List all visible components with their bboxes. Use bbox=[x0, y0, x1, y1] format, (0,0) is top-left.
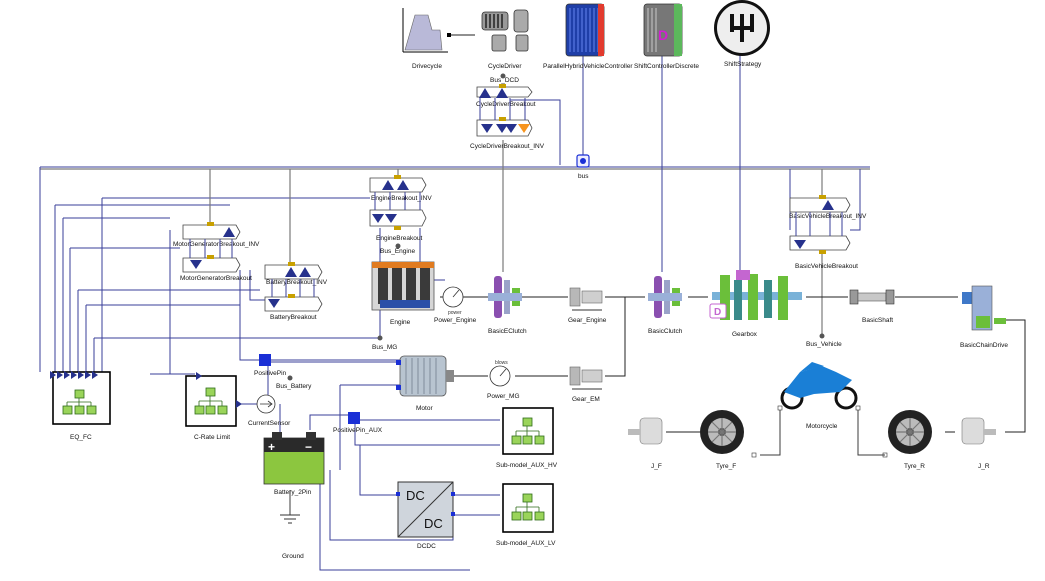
gear-em-label: Gear_EM bbox=[572, 396, 600, 403]
motor-label: Motor bbox=[416, 405, 433, 412]
battery-breakout-label: BatteryBreakout bbox=[270, 314, 317, 321]
shift-strategy-label: ShiftStrategy bbox=[724, 61, 762, 68]
cycle-driver-block[interactable]: CycleDriver bbox=[476, 8, 534, 70]
bus-battery-connector[interactable]: Bus_Battery bbox=[276, 375, 312, 391]
basic-vehicle-breakout-group[interactable]: BasicVehicleBreakout_INV BasicVehicleBre… bbox=[789, 195, 867, 270]
battery-breakout-group[interactable]: BatteryBreakout_INV BatteryBreakout bbox=[264, 262, 328, 321]
sub-model-aux-hv-label: Sub-model_AUX_HV bbox=[496, 462, 558, 469]
gear-em-block[interactable]: Gear_EM bbox=[568, 364, 605, 403]
phev-controller-block[interactable]: ParallelHybridVehicleController bbox=[543, 3, 633, 70]
power-engine-small-label: power bbox=[448, 310, 462, 316]
motorcycle-block[interactable]: Motorcycle bbox=[777, 362, 861, 430]
positive-pin-label: PositivePin bbox=[254, 370, 287, 377]
eq-fc-block[interactable]: EQ_FC bbox=[50, 371, 111, 441]
power-mg-sensor[interactable]: blows Power_MG bbox=[487, 360, 520, 400]
power-engine-sensor[interactable]: power Power_Engine bbox=[434, 286, 477, 324]
battery-plus-sign: + bbox=[268, 440, 275, 454]
gear-engine-label: Gear_Engine bbox=[568, 317, 607, 324]
engine-breakout-label: EngineBreakout bbox=[376, 235, 422, 242]
current-sensor-block[interactable]: CurrentSensor bbox=[248, 394, 291, 427]
basic-shaft-block[interactable]: BasicShaft bbox=[848, 288, 895, 324]
power-engine-label: Power_Engine bbox=[434, 317, 477, 324]
phev-controller-label: ParallelHybridVehicleController bbox=[543, 63, 633, 70]
basic-chain-drive-block[interactable]: BasicChainDrive bbox=[958, 282, 1008, 349]
cycle-driver-breakout-group[interactable]: Bus_DCD CycleDriverBreakout CycleDriverB… bbox=[470, 73, 545, 151]
bus-engine-label: Bus_Engine bbox=[380, 248, 415, 255]
engine-breakout-group[interactable]: EngineBreakout_INV EngineBreakout Bus_En… bbox=[369, 175, 432, 255]
cycle-driver-breakout-label: CycleDriverBreakout bbox=[476, 101, 536, 108]
main-bus-connector[interactable]: bus bbox=[576, 154, 590, 180]
vehicle-breakout-inv-label: BasicVehicleBreakout_INV bbox=[789, 213, 867, 220]
dcdc-block[interactable]: DC DC DCDC bbox=[396, 481, 455, 550]
battery-minus-sign: − bbox=[305, 440, 312, 454]
jr-label: J_R bbox=[978, 463, 990, 470]
shift-controller-d-letter: D bbox=[658, 27, 668, 43]
shift-controller-label: ShiftControllerDiscrete bbox=[634, 63, 699, 70]
basic-shaft-label: BasicShaft bbox=[862, 317, 893, 324]
bus-vehicle-label: Bus_Vehicle bbox=[806, 341, 842, 348]
tyre-r-block[interactable]: Tyre_R bbox=[882, 410, 932, 470]
jf-label: J_F bbox=[651, 463, 662, 470]
electrical-wires bbox=[267, 361, 500, 571]
vehicle-breakout-label: BasicVehicleBreakout bbox=[795, 263, 858, 270]
sub-model-aux-hv-block[interactable]: Sub-model_AUX_HV bbox=[496, 407, 558, 469]
mechanical-flange-wires bbox=[440, 296, 1026, 456]
cycle-driver-breakout-inv-label: CycleDriverBreakout_INV bbox=[470, 143, 545, 150]
dcdc-label: DCDC bbox=[417, 543, 436, 550]
gearbox-d-letter: D bbox=[714, 307, 721, 318]
jr-inertia-block[interactable]: J_R bbox=[958, 417, 998, 470]
ground-block[interactable]: Ground bbox=[280, 514, 304, 560]
eq-fc-label: EQ_FC bbox=[70, 434, 92, 441]
power-mg-label: Power_MG bbox=[487, 393, 520, 400]
gearbox-label: Gearbox bbox=[732, 331, 758, 338]
bus-label: bus bbox=[578, 173, 589, 180]
signal-bus-wires bbox=[39, 55, 870, 405]
basic-chain-drive-label: BasicChainDrive bbox=[960, 342, 1008, 349]
basic-eclutch-label: BasicEClutch bbox=[488, 328, 527, 335]
drivecycle-block[interactable]: Drivecycle bbox=[396, 6, 452, 70]
shift-strategy-block[interactable]: ShiftStrategy bbox=[714, 0, 770, 68]
c-rate-limit-label: C-Rate Limit bbox=[194, 434, 230, 441]
bus-battery-label: Bus_Battery bbox=[276, 383, 312, 390]
bus-mg-connector[interactable]: Bus_MG bbox=[372, 335, 397, 352]
battery-breakout-inv-label: BatteryBreakout_INV bbox=[266, 279, 328, 286]
engine-block[interactable]: Engine bbox=[371, 261, 435, 326]
positive-pin-aux-block[interactable]: PositivePin_AUX bbox=[333, 412, 383, 434]
shift-controller-block[interactable]: D ShiftControllerDiscrete bbox=[634, 3, 699, 70]
positive-pin-block[interactable]: PositivePin bbox=[254, 354, 287, 377]
tyre-r-label: Tyre_R bbox=[904, 463, 925, 470]
tyre-f-block[interactable]: Tyre_F bbox=[700, 410, 757, 470]
positive-pin-aux-label: PositivePin_AUX bbox=[333, 427, 383, 434]
ground-label: Ground bbox=[282, 553, 304, 560]
mg-breakout-inv-label: MotorGeneratorBreakout_INV bbox=[173, 241, 260, 248]
engine-breakout-inv-label: EngineBreakout_INV bbox=[371, 195, 432, 202]
gear-engine-block[interactable]: Gear_Engine bbox=[568, 285, 607, 324]
bus-dcd-label: Bus_DCD bbox=[490, 77, 519, 84]
cycle-driver-label: CycleDriver bbox=[488, 63, 522, 70]
basic-clutch-block[interactable]: BasicClutch bbox=[648, 272, 683, 335]
motorcycle-label: Motorcycle bbox=[806, 423, 838, 430]
bus-vehicle-connector[interactable]: Bus_Vehicle bbox=[806, 333, 842, 349]
tyre-f-label: Tyre_F bbox=[716, 463, 736, 470]
bus-mg-label: Bus_MG bbox=[372, 344, 397, 351]
battery-label: Battery_2Pin bbox=[274, 489, 312, 496]
basic-clutch-label: BasicClutch bbox=[648, 328, 683, 335]
gearbox-block[interactable]: D Gearbox bbox=[708, 270, 806, 338]
sub-model-aux-lv-block[interactable]: Sub-model_AUX_LV bbox=[496, 483, 556, 547]
motor-generator-breakout-group[interactable]: MotorGeneratorBreakout_INV MotorGenerato… bbox=[173, 222, 260, 282]
engine-label: Engine bbox=[390, 319, 411, 326]
mg-breakout-label: MotorGeneratorBreakout bbox=[180, 275, 252, 282]
jf-inertia-block[interactable]: J_F bbox=[626, 417, 666, 470]
dcdc-dc-top: DC bbox=[406, 488, 425, 503]
sub-model-aux-lv-label: Sub-model_AUX_LV bbox=[496, 540, 556, 547]
motor-block[interactable]: Motor bbox=[396, 355, 454, 412]
dcdc-dc-bottom: DC bbox=[424, 516, 443, 531]
battery-block[interactable]: + − Battery_2Pin bbox=[263, 432, 325, 496]
power-mg-small-label: blows bbox=[495, 360, 508, 366]
current-sensor-label: CurrentSensor bbox=[248, 420, 291, 427]
basic-eclutch-block[interactable]: BasicEClutch bbox=[488, 272, 527, 335]
c-rate-limit-block[interactable]: C-Rate Limit bbox=[185, 372, 242, 441]
drivecycle-label: Drivecycle bbox=[412, 63, 442, 70]
